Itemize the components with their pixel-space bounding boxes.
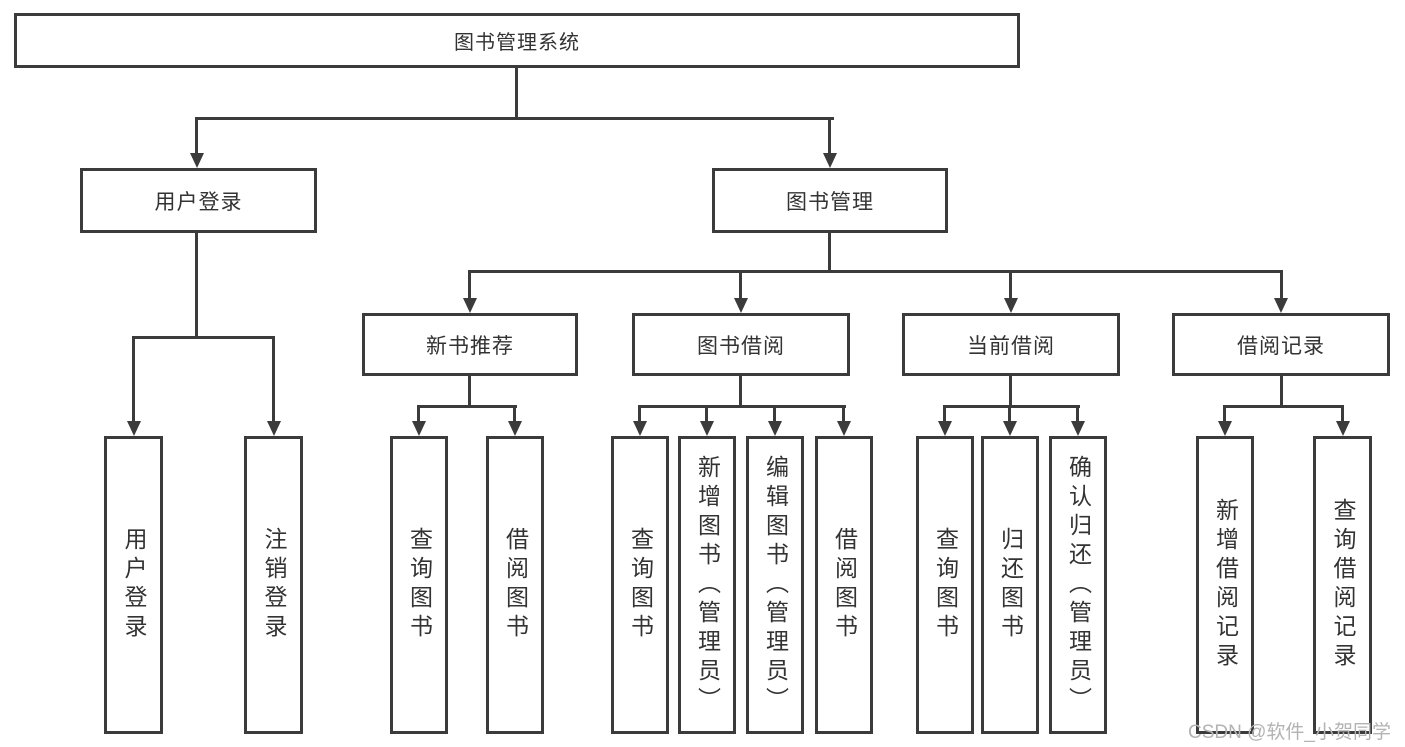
- node-new-book-recommend: 新书推荐: [362, 313, 578, 376]
- connector-leaf-rail: [943, 405, 1080, 408]
- connector-section-stem: [739, 376, 742, 408]
- connector-section-stem: [1009, 376, 1012, 408]
- connector-section-stem: [468, 376, 471, 408]
- csdn-watermark: CSDN @软件_小贺同学: [1188, 722, 1391, 743]
- leaf-newbook-query: 查询图书: [390, 436, 448, 734]
- connector-l3-stem: [1280, 270, 1283, 299]
- connector-user-login-stem: [195, 233, 198, 338]
- arrow-down-icon: [508, 421, 522, 436]
- connector-book-mgmt-stem: [828, 233, 831, 273]
- arrow-down-icon: [837, 421, 851, 436]
- node-borrow-record-label: 借阅记录: [1237, 334, 1325, 358]
- leaf-add-borrow-record: 新增借阅记录: [1196, 436, 1254, 734]
- node-root-label: 图书管理系统: [454, 32, 580, 54]
- leaf-current-query: 查询图书: [916, 436, 974, 734]
- leaf-borrow-book-label: 借阅图书: [831, 527, 858, 643]
- connector-l3-stem: [739, 270, 742, 299]
- leaf-query-borrow-record: 查询借阅记录: [1313, 436, 1372, 734]
- arrow-down-icon: [823, 153, 837, 168]
- connector-root-stem: [515, 68, 518, 120]
- leaf-user-login: 用户登录: [104, 436, 163, 734]
- leaf-logout: 注销登录: [244, 436, 303, 734]
- connector-leaf-stem: [272, 336, 275, 422]
- leaf-confirm-return-admin-label: 确认归还（管理员）: [1065, 454, 1092, 716]
- arrow-down-icon: [190, 153, 204, 168]
- node-user-login-label: 用户登录: [154, 190, 243, 214]
- arrow-down-icon: [127, 421, 141, 436]
- node-user-login: 用户登录: [80, 168, 317, 233]
- leaf-add-book-admin: 新增图书（管理员）: [678, 436, 736, 734]
- connector-leaf-stem: [1076, 405, 1079, 422]
- node-book-management: 图书管理: [712, 168, 948, 233]
- leaf-add-book-admin-label: 新增图书（管理员）: [694, 454, 721, 716]
- connector-leaf-stem: [1008, 405, 1011, 422]
- arrow-down-icon: [734, 298, 748, 313]
- leaf-borrow-query: 查询图书: [611, 436, 669, 734]
- leaf-current-query-label: 查询图书: [932, 527, 959, 643]
- connector-leaf-stem: [705, 405, 708, 422]
- leaf-edit-book-admin: 编辑图书（管理员）: [746, 436, 804, 734]
- node-book-management-label: 图书管理: [786, 190, 874, 214]
- connector-leaf-stem: [773, 405, 776, 422]
- connector-leaf-rail: [638, 405, 846, 408]
- leaf-borrow-book: 借阅图书: [815, 436, 873, 734]
- arrow-down-icon: [633, 421, 647, 436]
- connector-section-stem: [1280, 376, 1283, 408]
- arrow-down-icon: [768, 421, 782, 436]
- connector-leaf-rail: [1223, 405, 1344, 408]
- arrow-down-icon: [1071, 421, 1085, 436]
- arrow-down-icon: [1004, 298, 1018, 313]
- connector-l3-stem: [468, 270, 471, 299]
- connector-leaf-stem: [842, 405, 845, 422]
- connector-leaf-stem: [132, 336, 135, 422]
- arrow-down-icon: [700, 421, 714, 436]
- node-borrow-record: 借阅记录: [1172, 313, 1390, 376]
- arrow-down-icon: [267, 421, 281, 436]
- node-root: 图书管理系统: [14, 13, 1020, 68]
- arrow-down-icon: [463, 298, 477, 313]
- connector-l2-rail: [196, 117, 834, 120]
- connector-leaf-stem: [513, 405, 516, 422]
- connector-leaf-stem: [417, 405, 420, 422]
- arrow-down-icon: [1003, 421, 1017, 436]
- connector-l3-rail: [468, 270, 1283, 273]
- arrow-down-icon: [1218, 421, 1232, 436]
- node-book-borrow-label: 图书借阅: [697, 334, 785, 358]
- leaf-query-borrow-record-label: 查询借阅记录: [1330, 498, 1356, 672]
- leaf-newbook-borrow-label: 借阅图书: [502, 527, 529, 643]
- connector-leaf-stem: [1223, 405, 1226, 422]
- leaf-return-book: 归还图书: [981, 436, 1039, 734]
- leaf-add-borrow-record-label: 新增借阅记录: [1212, 498, 1239, 672]
- connector-leaf-stem: [638, 405, 641, 422]
- node-book-borrow: 图书借阅: [632, 313, 850, 376]
- leaf-user-login-label: 用户登录: [121, 527, 147, 643]
- arrow-down-icon: [938, 421, 952, 436]
- leaf-edit-book-admin-label: 编辑图书（管理员）: [762, 454, 789, 716]
- node-new-book-recommend-label: 新书推荐: [426, 334, 514, 358]
- leaf-borrow-query-label: 查询图书: [627, 527, 654, 643]
- connector-user-login-rail: [132, 336, 275, 339]
- leaf-newbook-query-label: 查询图书: [406, 527, 433, 643]
- connector-l2-right-stem: [828, 117, 831, 155]
- leaf-newbook-borrow: 借阅图书: [486, 436, 544, 734]
- connector-leaf-stem: [1341, 405, 1344, 422]
- connector-leaf-rail: [417, 405, 517, 408]
- leaf-confirm-return-admin: 确认归还（管理员）: [1049, 436, 1107, 734]
- leaf-logout-label: 注销登录: [261, 527, 287, 643]
- arrow-down-icon: [1336, 421, 1350, 436]
- arrow-down-icon: [1274, 298, 1288, 313]
- leaf-return-book-label: 归还图书: [997, 527, 1024, 643]
- arrow-down-icon: [412, 421, 426, 436]
- connector-l3-stem: [1009, 270, 1012, 299]
- node-current-borrow: 当前借阅: [902, 313, 1120, 376]
- connector-l2-left-stem: [195, 117, 198, 155]
- connector-leaf-stem: [943, 405, 946, 422]
- node-current-borrow-label: 当前借阅: [967, 334, 1055, 358]
